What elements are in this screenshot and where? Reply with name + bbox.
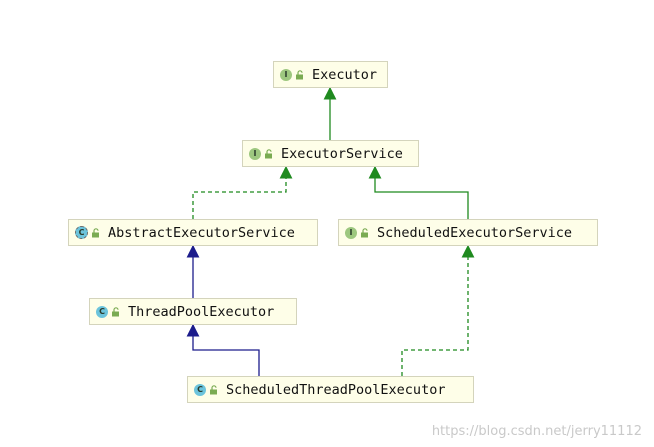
abstract-class-icon: C bbox=[75, 226, 88, 239]
node-executor-service[interactable]: I ExecutorService bbox=[242, 140, 419, 167]
node-label: Executor bbox=[312, 66, 378, 83]
edge-abstractexecutorservice-to-executorservice bbox=[192, 165, 293, 219]
node-abstract-executor-service[interactable]: C AbstractExecutorService bbox=[68, 219, 318, 246]
node-label: ExecutorService bbox=[281, 145, 403, 162]
public-access-icon bbox=[361, 227, 368, 237]
edge-scheduledexecutorservice-to-executorservice bbox=[368, 165, 469, 219]
node-label: ThreadPoolExecutor bbox=[128, 303, 275, 320]
public-access-icon bbox=[210, 384, 217, 394]
node-label: ScheduledThreadPoolExecutor bbox=[226, 381, 446, 398]
node-label: AbstractExecutorService bbox=[108, 224, 295, 241]
node-executor[interactable]: I Executor bbox=[273, 61, 388, 88]
public-access-icon bbox=[296, 69, 303, 79]
edge-scheduledthreadpoolexecutor-to-scheduledexecutorservice bbox=[401, 244, 475, 376]
node-thread-pool-executor[interactable]: C ThreadPoolExecutor bbox=[89, 298, 297, 325]
interface-icon: I bbox=[345, 226, 357, 239]
class-icon: C bbox=[96, 305, 108, 318]
watermark-text: https://blog.csdn.net/jerry11112 bbox=[431, 424, 642, 439]
node-label: ScheduledExecutorService bbox=[377, 224, 573, 241]
class-icon: C bbox=[194, 383, 206, 396]
interface-icon: I bbox=[249, 147, 261, 160]
edge-scheduledthreadpoolexecutor-to-threadpoolexecutor bbox=[186, 323, 260, 376]
node-scheduled-thread-pool-executor[interactable]: C ScheduledThreadPoolExecutor bbox=[187, 376, 474, 403]
public-access-icon bbox=[265, 148, 272, 158]
public-access-icon bbox=[92, 227, 99, 237]
interface-icon: I bbox=[280, 68, 292, 81]
public-access-icon bbox=[112, 306, 119, 316]
node-scheduled-executor-service[interactable]: I ScheduledExecutorService bbox=[338, 219, 598, 246]
